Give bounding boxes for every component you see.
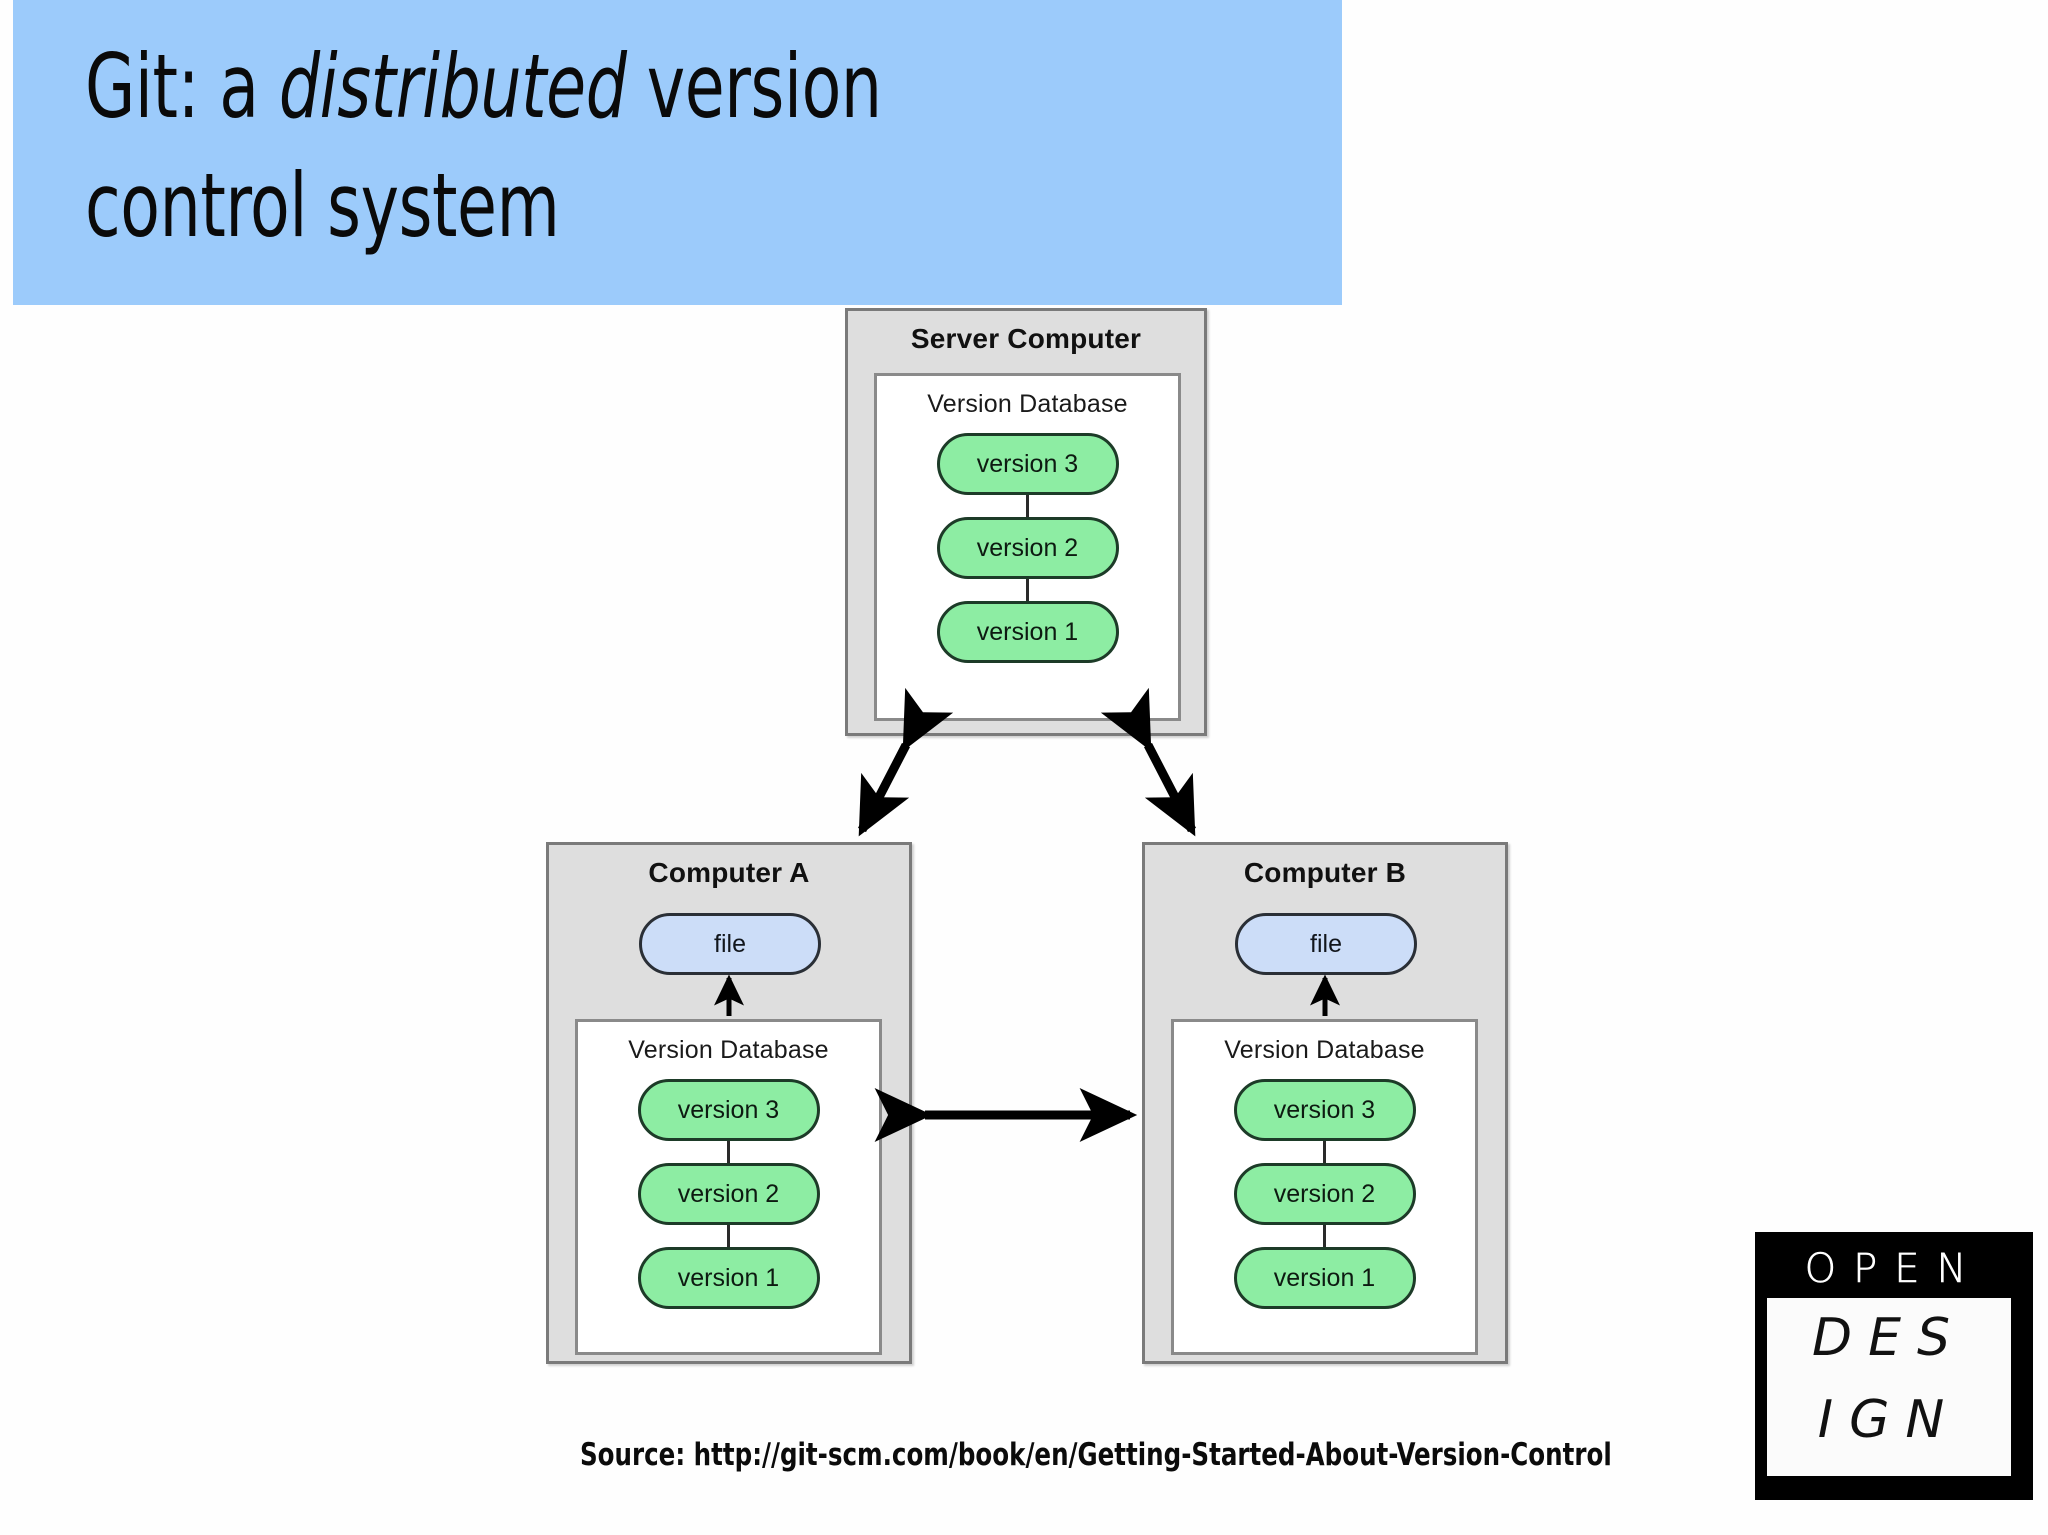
logo-text-ign: IGN (1817, 1390, 1961, 1450)
server-version-3: version 3 (936, 433, 1119, 495)
logo-text-des: DES (1812, 1308, 1966, 1368)
version-connector (1026, 495, 1029, 517)
version-connector (1323, 1141, 1326, 1163)
version-connector (727, 1141, 730, 1163)
computer-b-version-1: version 1 (1233, 1247, 1416, 1309)
title-banner: Git: a distributed version control syste… (13, 0, 1342, 305)
computer-a-version-1: version 1 (637, 1247, 820, 1309)
open-design-logo: OPEN DES IGN (1755, 1232, 2033, 1500)
server-version-2: version 2 (936, 517, 1119, 579)
computer-a-version-database-box: Version Database version 3 version 2 ver… (575, 1019, 882, 1355)
computer-a-version-database-label: Version Database (628, 1036, 829, 1064)
computer-b-title: Computer B (1243, 857, 1407, 888)
computer-a-version-stack: version 3 version 2 version 1 (578, 1079, 879, 1309)
server-computer-box: Server Computer Version Database version… (845, 308, 1207, 736)
title-emphasis: distributed (278, 35, 627, 138)
computer-a-file: file (639, 913, 821, 975)
source-citation: Source: http://git-scm.com/book/en/Getti… (580, 1437, 1612, 1473)
version-connector (1026, 579, 1029, 601)
computer-a-title: Computer A (648, 857, 810, 888)
version-connector (1323, 1225, 1326, 1247)
computer-a-version-2: version 2 (637, 1163, 820, 1225)
page-title-line-2: control system (85, 153, 560, 257)
title-suffix: version (626, 35, 882, 138)
computer-b-version-3: version 3 (1233, 1079, 1416, 1141)
server-version-stack: version 3 version 2 version 1 (877, 433, 1178, 663)
computer-b-box: Computer B file Version Database version… (1142, 842, 1508, 1364)
logo-text-open: OPEN (1804, 1246, 1984, 1293)
arrow-server-to-computer-a (858, 687, 954, 837)
computer-b-version-database-label: Version Database (1224, 1036, 1425, 1064)
title-prefix: Git: a (85, 35, 279, 138)
computer-a-box: Computer A file Version Database version… (546, 842, 912, 1364)
computer-a-version-3: version 3 (637, 1079, 820, 1141)
version-connector (727, 1225, 730, 1247)
arrow-server-to-computer-b (1100, 687, 1196, 837)
server-version-1: version 1 (936, 601, 1119, 663)
computer-b-version-stack: version 3 version 2 version 1 (1174, 1079, 1475, 1309)
page-title-line-1: Git: a distributed version (85, 28, 1116, 147)
server-computer-title: Server Computer (910, 323, 1142, 354)
computer-b-version-2: version 2 (1233, 1163, 1416, 1225)
server-version-database-box: Version Database version 3 version 2 ver… (874, 373, 1181, 721)
server-version-database-label: Version Database (927, 390, 1128, 418)
logo-inner-panel: DES IGN (1767, 1298, 2011, 1476)
computer-b-version-database-box: Version Database version 3 version 2 ver… (1171, 1019, 1478, 1355)
computer-b-file: file (1235, 913, 1417, 975)
